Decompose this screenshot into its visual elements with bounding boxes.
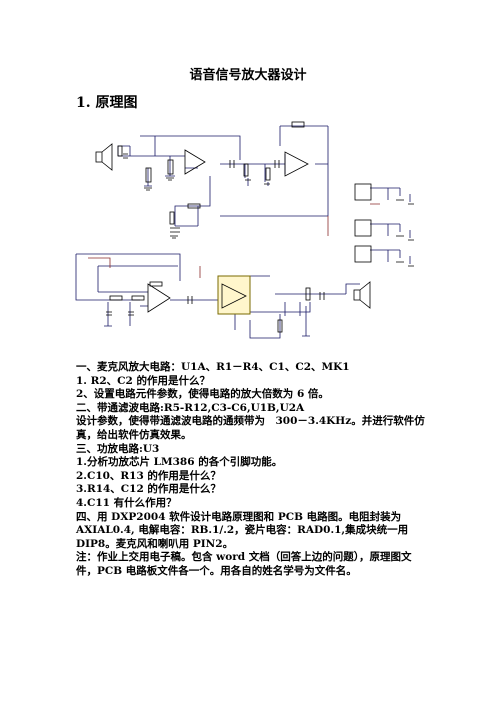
text-line: 4.C11 有什么作用？ xyxy=(76,496,177,509)
document-title: 语音信号放大器设计 xyxy=(189,68,307,83)
text-line: 2.C10、R13 的作用是什么？ xyxy=(76,469,221,482)
assignment-text: 一、麦克风放大电路：U1A、R1－R4、C1、C2、MK1 1. R2、C2 的… xyxy=(76,361,426,579)
text-line: 1. R2、C2 的作用是什么？ xyxy=(76,374,210,387)
text-line: 2、设置电路元件参数，使得电路的放大倍数为 6 倍。 xyxy=(76,388,329,401)
text-line: 二、带通滤波电路:R5-R12,C3-C6,U1B,U2A xyxy=(76,401,305,414)
text-line: 设计参数，使得带通滤波电路的通频带为 300－3.4KHz。并进行软件仿真，给出… xyxy=(76,415,425,441)
text-line: 四、用 DXP2004 软件设计电路原理图和 PCB 电路图。电阻封装为 AXI… xyxy=(76,510,419,550)
text-line: 3.R14、C12 的作用是什么？ xyxy=(76,483,221,496)
section-heading: 1. 原理图 xyxy=(76,95,138,111)
text-line: 一、麦克风放大电路：U1A、R1－R4、C1、C2、MK1 xyxy=(76,361,350,373)
text-line: 三、功放电路:U3 xyxy=(76,442,160,455)
text-line: 1.分析功放芯片 LM386 的各个引脚功能。 xyxy=(76,456,283,469)
schematic-diagram xyxy=(75,121,414,339)
text-line: 注：作业上交用电子稿。包含 word 文档（回答上边的问题），原理图文件，PCB… xyxy=(76,551,412,577)
